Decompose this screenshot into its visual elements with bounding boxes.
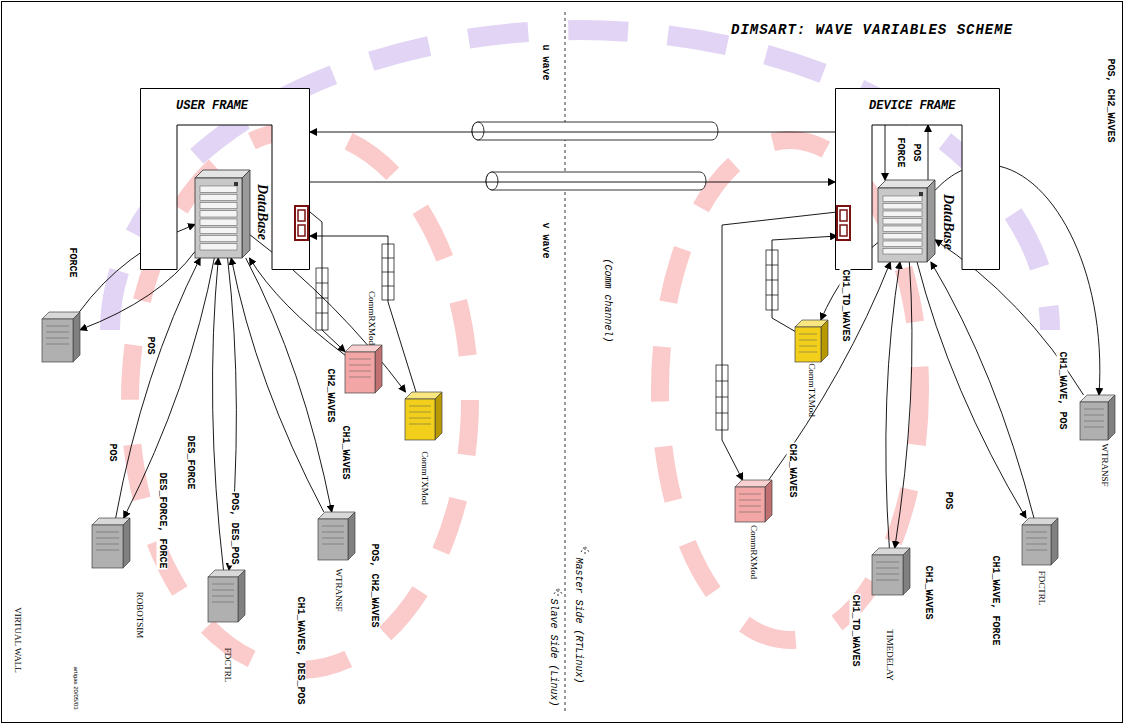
connector [310,132,843,206]
signal-label: DES_FORCE, FORCE [157,471,168,569]
module-box: CommRXMod [735,480,772,522]
node-shape [42,312,80,362]
connector [246,258,332,512]
node-label: USER FRAME [176,99,248,113]
signal-label: POS [943,490,954,510]
node-shape [795,320,828,362]
node-shape [195,170,250,258]
signal-label: CH1_WAVE, FORCE [990,554,1001,646]
frame-box: USER FRAME DataBase [140,88,310,270]
node-shape [878,180,935,262]
node-label: CommTXMod [807,363,817,417]
node-label: CommTXMod [420,451,430,505]
signal-label: CH1_WAVES [340,424,351,480]
connector [928,125,929,180]
module-box: TIMEDELAY [872,548,910,595]
connector [895,262,912,548]
node-label: CommRXMod [367,291,377,345]
node-label: FDCTRL [1037,571,1047,606]
signal-label: CH1_TD_WAVES [840,268,851,342]
node-shape [1080,395,1115,440]
module-box: WTRANSF [318,512,355,560]
connector [772,236,837,331]
connector [886,262,900,548]
database-icon: DataBase [878,180,935,262]
node-shape [735,480,772,522]
signal-label: CH2_WAVES [325,367,336,423]
node-shape [345,345,382,393]
connector [935,165,1100,395]
signal-label: u wave [540,43,551,81]
connector [310,212,345,352]
connector [303,182,835,214]
signal-label: CH1_WAVE, POS [1057,350,1068,430]
note-label: Master Side (RTLinux) [573,557,584,683]
note-label: (Comm channel) [602,258,613,342]
diagram-title: DIMSART: WAVE VARIABLES SCHEME [731,22,1013,38]
node-shape [872,548,910,595]
database-icon: DataBase [195,170,250,258]
signal-label: POS, CH2_WAVES [369,542,380,628]
connector [931,262,1034,518]
node-label: DEVICE FRAME [869,99,955,113]
module-box: CommTXMod [405,392,442,440]
signal-label: POS, CH2_WAVES [1105,57,1116,143]
node-label: CommRXMod [749,525,759,579]
frame-box: DEVICE FRAME DataBase [835,88,1000,270]
note-label: Slave Side (Linux) [548,598,559,706]
signal-label: CH1_TD_WAVES [850,593,861,667]
connector [231,258,324,512]
connector [917,262,1026,518]
signal-label: FORCE [67,246,78,278]
signal-label: POS, DES_POS [229,491,240,565]
node-shape [405,392,442,440]
signal-label: CH1_WAVES [923,564,934,620]
connector [124,258,215,518]
module-box: VIRTUAL WALL [42,312,80,362]
connector [213,258,224,570]
module-box: CommRXMod [345,345,382,393]
node-label: WTRANSF [333,568,343,611]
module-box: FDCTRL [1022,518,1058,565]
connector [80,252,195,330]
connector [722,212,837,480]
connector [885,125,886,180]
signal-label: POS [107,442,118,462]
signal-label: DES_FORCE [185,434,196,490]
module-box: WTRANSF [1080,395,1115,440]
node-label: TIMEDELAY [885,629,895,681]
node-label: FDCTRL [223,648,233,683]
module-box: FDCTRL [208,570,245,622]
signal-label: v wave [540,221,551,259]
node-label: VIRTUAL WALL [13,607,23,673]
signal-label: FORCE [895,136,906,168]
node-shape [92,518,130,568]
node-label: DataBase [940,194,956,250]
node-label: ROBOTSIM [135,592,145,639]
connector [249,258,345,355]
node-shape [208,570,245,622]
node-label: WTRANSF [1099,443,1109,486]
signal-label: POS [145,335,156,355]
signal-label: POS [911,142,922,162]
module-box: ROBOTSIM [92,518,130,568]
node-shape [1022,518,1058,565]
node-shape [318,512,355,560]
module-box: CommTXMod [795,320,828,362]
signal-label: CH1_WAVES, DES_POS [295,595,306,705]
signal-label: CH2_WAVES [787,442,798,498]
connector [79,224,195,312]
node-label: DataBase [254,184,270,240]
note-label: artigas 20/05/03 [72,666,78,709]
